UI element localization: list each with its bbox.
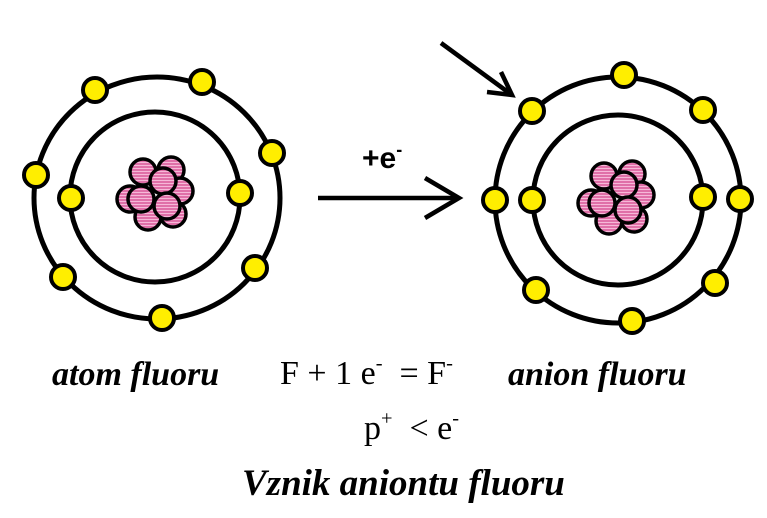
fluorine-atom xyxy=(22,68,286,332)
electrons xyxy=(481,61,754,335)
pointer-arrow xyxy=(439,41,516,98)
right-atom-label: anion fluoru xyxy=(508,356,687,393)
electrons xyxy=(22,68,286,332)
equation: F + 1 e- = F- xyxy=(280,352,453,392)
electron xyxy=(689,96,717,124)
inequality: p+ < e- xyxy=(364,407,460,447)
electron xyxy=(618,307,646,335)
electron xyxy=(726,185,754,213)
nucleus xyxy=(576,159,656,236)
electron xyxy=(226,179,254,207)
electron xyxy=(81,76,109,104)
electron xyxy=(22,161,50,189)
electron xyxy=(522,276,550,304)
electron xyxy=(610,61,638,89)
electron xyxy=(57,184,85,212)
reaction-label: +e- xyxy=(362,139,403,175)
electron xyxy=(49,263,77,291)
electron xyxy=(258,139,286,167)
electron xyxy=(148,304,176,332)
electron xyxy=(241,254,269,282)
electron xyxy=(701,269,729,297)
electron-added xyxy=(518,97,546,125)
left-atom-label: atom fluoru xyxy=(52,356,220,393)
electron xyxy=(188,68,216,96)
fluoride-anion xyxy=(481,61,754,335)
nucleus xyxy=(115,155,195,232)
diagram-title: Vznik aniontu fluoru xyxy=(242,463,565,504)
electron xyxy=(481,186,509,214)
electron xyxy=(518,186,546,214)
electron xyxy=(689,183,717,211)
reaction-arrow xyxy=(318,176,464,220)
